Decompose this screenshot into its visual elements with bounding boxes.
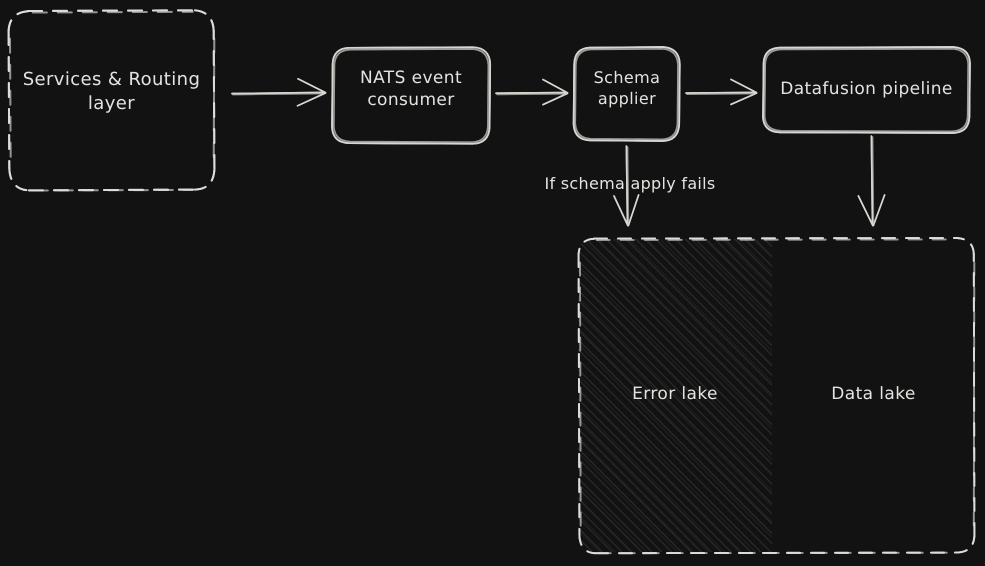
services-routing-layer-node[interactable] — [8, 10, 215, 190]
schema-applier-border — [572, 46, 681, 142]
edge-schema-to-error-lake-arrow — [613, 145, 640, 227]
data-lake-node[interactable] — [772, 238, 975, 553]
error-lake-node[interactable] — [578, 238, 772, 553]
lake-container-border — [577, 237, 976, 555]
error-lake-hatch-fill — [578, 239, 772, 552]
edge-datafusion-to-data-lake-arrow — [857, 135, 886, 227]
schema-applier-node[interactable] — [574, 47, 680, 141]
services-routing-layer-border — [7, 9, 216, 192]
nats-event-consumer-node[interactable] — [332, 47, 490, 144]
edge-services-to-nats-arrow — [231, 78, 327, 107]
nats-event-consumer-border — [331, 46, 492, 145]
datafusion-pipeline-node[interactable] — [763, 47, 970, 133]
edge-nats-to-schema-arrow — [495, 78, 569, 106]
datafusion-pipeline-border — [762, 46, 971, 134]
edge-schema-to-datafusion-arrow — [685, 78, 758, 106]
